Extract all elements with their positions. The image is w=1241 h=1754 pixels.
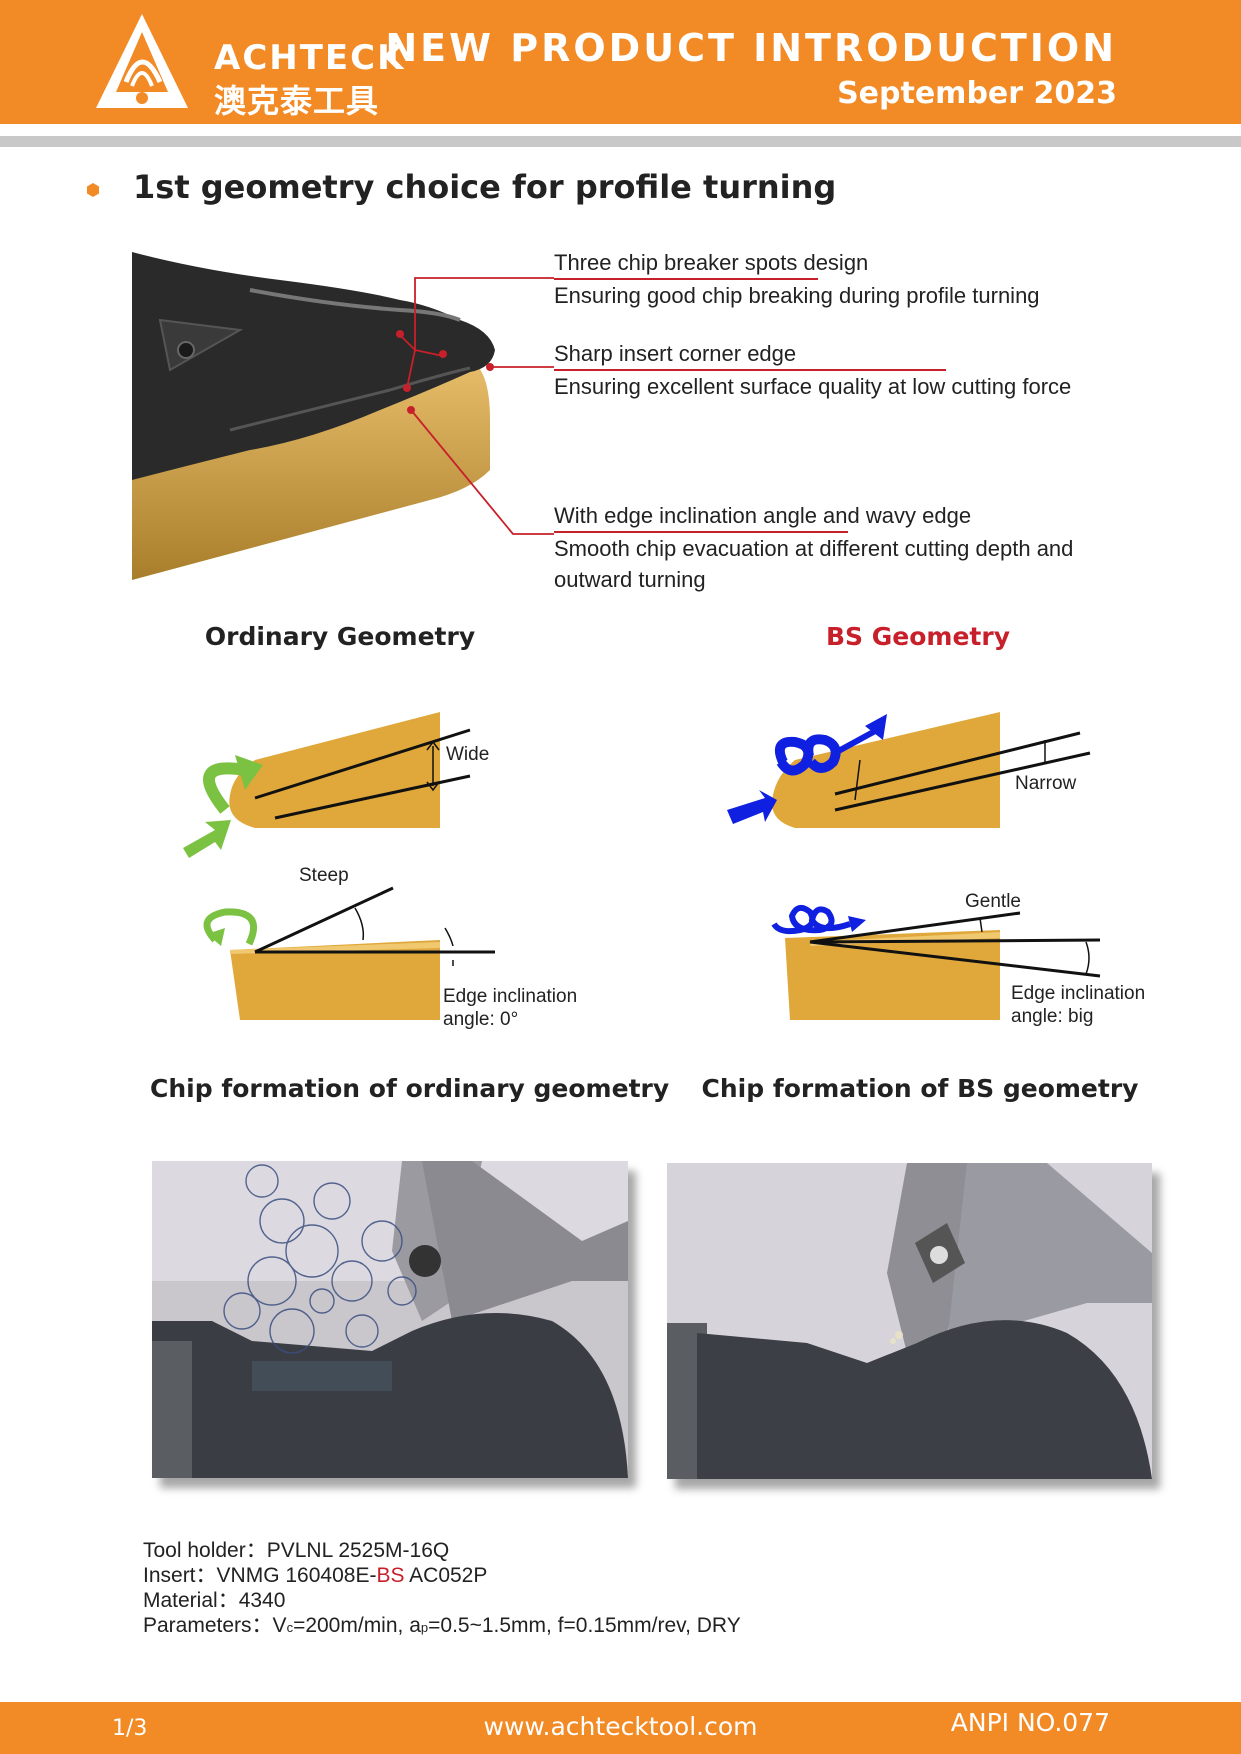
website-link[interactable]: www.achtecktool.com bbox=[483, 1712, 758, 1741]
header-divider bbox=[0, 136, 1241, 147]
logo-chinese-text: 澳克泰工具 bbox=[214, 82, 380, 120]
callout-text: Ensuring good chip breaking during profi… bbox=[554, 283, 1040, 308]
test-conditions: Tool holder：PVLNL 2525M-16Q Insert：VNMG … bbox=[143, 1538, 741, 1640]
bs-top-view-diagram bbox=[727, 712, 1091, 828]
ap-subscript: p bbox=[420, 1620, 429, 1635]
hexagon-bullet-icon bbox=[87, 183, 99, 197]
insert-bs-value: BS bbox=[376, 1564, 405, 1587]
logo-text: ACHTECK bbox=[214, 38, 406, 78]
header-bar bbox=[0, 0, 1241, 124]
footer-bar bbox=[0, 1702, 1241, 1754]
edge-angle-text: angle: 0° bbox=[443, 1009, 519, 1030]
callout-text: Ensuring excellent surface quality at lo… bbox=[554, 374, 1072, 399]
callout-chip-breaker: Three chip breaker spots design Ensuring… bbox=[554, 247, 1040, 311]
insert-value: VNMG 160408E- bbox=[216, 1564, 377, 1587]
page-number: 1/3 bbox=[112, 1716, 148, 1741]
bs-chip-photo bbox=[667, 1163, 1152, 1479]
callout-edge-inclination: With edge inclination angle and wavy edg… bbox=[554, 500, 1073, 595]
bs-edge-inclination-label: Edge inclination angle: big bbox=[1011, 982, 1145, 1028]
insert-grade-value: AC052P bbox=[404, 1564, 488, 1587]
anpi-number: ANPI NO.077 bbox=[950, 1708, 1110, 1737]
insert-3d-illustration bbox=[132, 252, 495, 580]
vc-value: =200m/min, a bbox=[293, 1614, 421, 1637]
tool-holder-line: Tool holder：PVLNL 2525M-16Q bbox=[143, 1538, 741, 1563]
achteck-logo-icon bbox=[96, 14, 188, 108]
page-date: September 2023 bbox=[837, 76, 1117, 111]
ordinary-top-view-diagram bbox=[183, 712, 471, 858]
material-value: 4340 bbox=[238, 1589, 286, 1612]
ordinary-chip-photo bbox=[152, 1161, 628, 1478]
gentle-label: Gentle bbox=[965, 891, 1021, 912]
steep-label: Steep bbox=[299, 865, 349, 886]
page-title: NEW PRODUCT INTRODUCTION bbox=[385, 26, 1117, 70]
callout-heading: With edge inclination angle an bbox=[554, 500, 848, 533]
tool-holder-value: PVLNL 2525M-16Q bbox=[266, 1539, 450, 1562]
chip-formation-ordinary-title: Chip formation of ordinary geometry bbox=[150, 1074, 670, 1103]
insert-line: Insert：VNMG 160408E-BS AC052P bbox=[143, 1563, 741, 1588]
callout-heading: Three chip breaker spots design bbox=[554, 247, 868, 280]
tool-holder-label: Tool holder： bbox=[143, 1539, 267, 1562]
vc-subscript: c bbox=[286, 1620, 294, 1635]
ordinary-edge-inclination-label: Edge inclination angle: 0° bbox=[443, 985, 577, 1031]
callout-heading: Sharp insert corner edge bbox=[554, 338, 946, 371]
vc-symbol: V bbox=[272, 1614, 287, 1637]
bs-chip-photo-image bbox=[667, 1163, 1152, 1479]
material-label: Material： bbox=[143, 1589, 239, 1612]
wide-label: Wide bbox=[446, 744, 490, 765]
parameters-line: Parameters：Vc=200m/min, ap=0.5~1.5mm, f=… bbox=[143, 1613, 741, 1640]
edge-inclination-text: Edge inclination bbox=[443, 986, 578, 1007]
edge-inclination-text: Edge inclination bbox=[1011, 983, 1146, 1004]
material-line: Material：4340 bbox=[143, 1588, 741, 1613]
ordinary-chip-photo-image bbox=[152, 1161, 628, 1478]
parameters-label: Parameters： bbox=[143, 1614, 273, 1637]
callout-text: Smooth chip evacuation at different cutt… bbox=[554, 536, 1074, 561]
bs-side-view-diagram bbox=[771, 904, 1101, 1020]
edge-angle-text: angle: big bbox=[1011, 1006, 1094, 1027]
section-title: 1st geometry choice for profile turning bbox=[133, 168, 837, 206]
ordinary-geometry-title: Ordinary Geometry bbox=[204, 622, 476, 651]
narrow-label: Narrow bbox=[1015, 773, 1077, 794]
callout-heading-rest: d wavy edge bbox=[847, 503, 972, 528]
callout-corner-edge: Sharp insert corner edge Ensuring excell… bbox=[554, 338, 1071, 402]
parameters-rest: =0.5~1.5mm, f=0.15mm/rev, DRY bbox=[428, 1614, 741, 1637]
callout-text: outward turning bbox=[554, 567, 706, 592]
ordinary-side-view-diagram bbox=[203, 886, 495, 1020]
insert-label: Insert： bbox=[143, 1564, 217, 1587]
bs-geometry-title: BS Geometry bbox=[826, 622, 1010, 651]
chip-formation-bs-title: Chip formation of BS geometry bbox=[701, 1074, 1139, 1103]
